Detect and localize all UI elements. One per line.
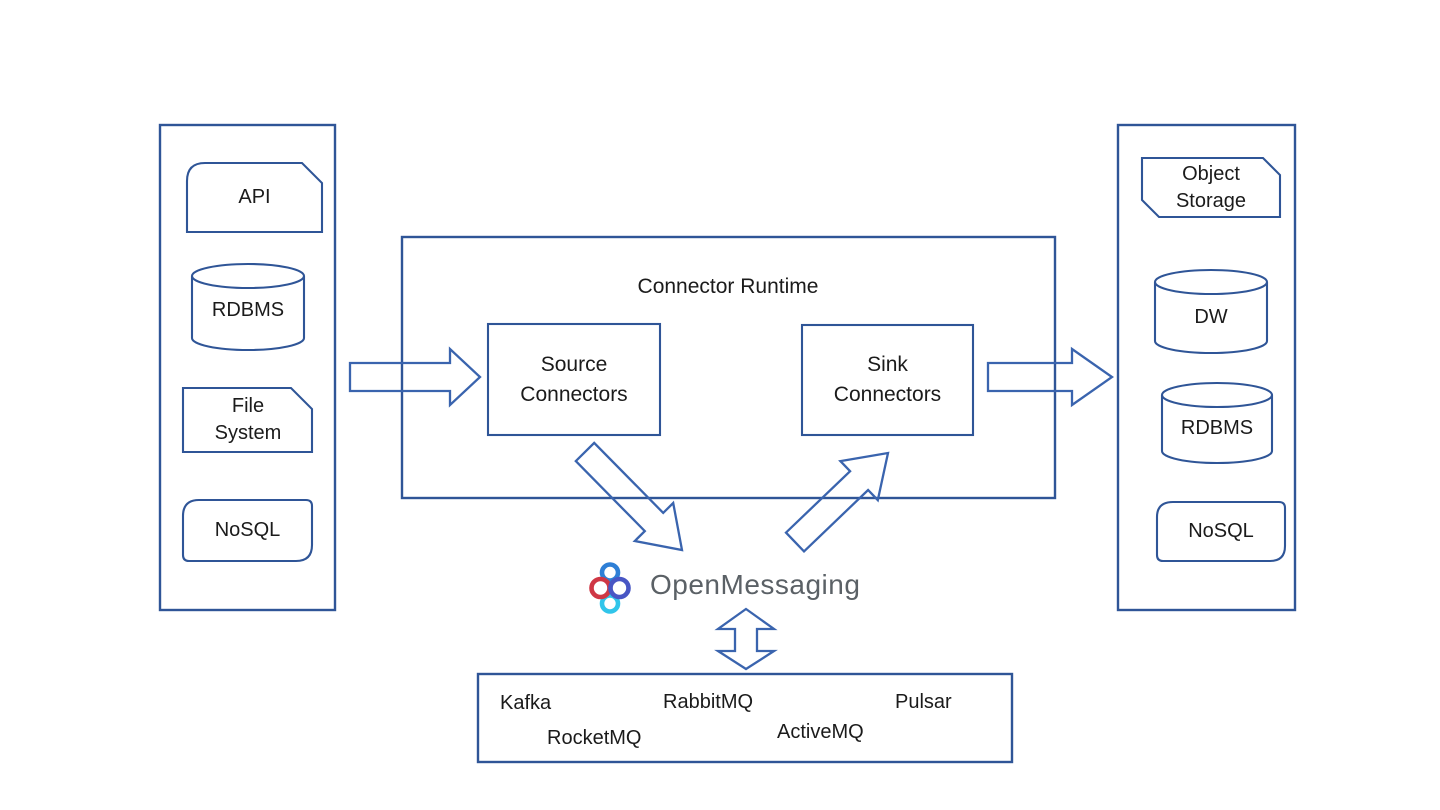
object-storage-label: Object Storage bbox=[1175, 163, 1247, 212]
object-storage-shape bbox=[1140, 156, 1282, 219]
nosql-sink-label: NoSQL bbox=[1188, 520, 1254, 542]
mq-item-activemq: ActiveMQ bbox=[777, 721, 864, 743]
sink-connectors-box bbox=[800, 323, 975, 437]
source-connectors-box bbox=[486, 322, 662, 437]
source-to-messaging-arrow-icon bbox=[574, 441, 684, 552]
nosql-source-label: NoSQL bbox=[214, 519, 281, 541]
api-shape bbox=[185, 161, 324, 234]
connector-runtime-box bbox=[400, 235, 1057, 500]
nosql-source-shape bbox=[181, 498, 314, 563]
api-label: API bbox=[238, 186, 271, 208]
mq-item-rabbitmq: RabbitMQ bbox=[663, 691, 754, 713]
rdbms-source-label: RDBMS bbox=[211, 298, 285, 321]
nosql-sink-shape bbox=[1155, 500, 1287, 563]
dw-cylinder-body bbox=[1153, 282, 1269, 355]
file-system-label: File System bbox=[214, 395, 282, 444]
connector-runtime-title: Connector Runtime bbox=[637, 275, 819, 298]
sink-connectors-label: Sink Connectors bbox=[833, 353, 942, 406]
mq-item-rocketmq: RocketMQ bbox=[547, 727, 642, 749]
sinks-panel-box bbox=[1116, 123, 1297, 612]
sources-panel-box bbox=[158, 123, 337, 612]
mq-item-kafka: Kafka bbox=[500, 692, 552, 714]
dw-label: DW bbox=[1194, 305, 1228, 328]
messaging-to-sink-arrow-icon bbox=[784, 451, 890, 554]
rdbms-sink-cylinder-body bbox=[1160, 395, 1274, 465]
runtime-to-sinks-arrow-icon bbox=[986, 346, 1115, 408]
rdbms-source-cylinder-body bbox=[190, 276, 306, 352]
mq-panel-box bbox=[476, 672, 1014, 764]
messaging-mq-double-arrow-icon bbox=[714, 607, 778, 671]
mq-item-pulsar: Pulsar bbox=[895, 691, 952, 713]
openmessaging-knot-icon bbox=[589, 562, 631, 614]
sources-to-runtime-arrow-icon bbox=[348, 346, 482, 408]
source-connectors-label: Source Connectors bbox=[520, 352, 628, 406]
rdbms-sink-label: RDBMS bbox=[1180, 416, 1254, 439]
file-system-shape bbox=[181, 386, 314, 454]
openmessaging-wordmark: OpenMessaging bbox=[650, 569, 861, 600]
